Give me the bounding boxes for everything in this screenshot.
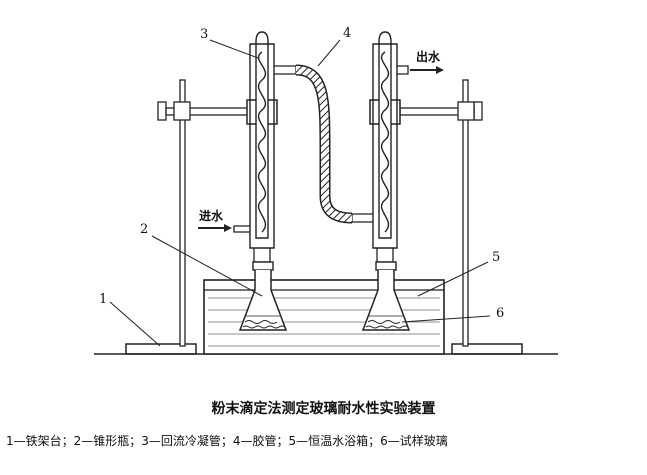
label-4: 4	[343, 26, 352, 41]
label-3: 3	[200, 27, 209, 42]
conical-flask-right	[361, 261, 411, 331]
figure-legend: 1—铁架台；2—锥形瓶；3—回流冷凝管；4—胶管；5—恒温水浴箱；6—试样玻璃	[6, 434, 448, 448]
reflux-condenser-left	[233, 31, 297, 263]
water-in-arrow	[198, 224, 232, 232]
leader-1	[109, 301, 161, 347]
water-out-label: 出水	[416, 50, 441, 64]
label-1: 1	[99, 292, 108, 307]
stand-rod-right	[462, 79, 469, 347]
label-5: 5	[492, 250, 501, 265]
water-in-label: 进水	[199, 209, 224, 223]
leader-3	[209, 39, 259, 59]
leader-6	[401, 315, 491, 323]
reflux-condenser-right	[351, 31, 409, 263]
figure-title: 粉末滴定法测定玻璃耐水性实验装置	[211, 401, 436, 417]
water-bath	[203, 279, 445, 355]
stand-rod-left	[179, 79, 186, 347]
leader-4	[317, 39, 341, 67]
label-6: 6	[496, 306, 505, 321]
leader-5	[417, 261, 489, 297]
conical-flask-left	[238, 261, 288, 331]
label-2: 2	[140, 222, 149, 237]
water-out-arrow	[410, 66, 444, 74]
leader-2	[151, 235, 263, 297]
